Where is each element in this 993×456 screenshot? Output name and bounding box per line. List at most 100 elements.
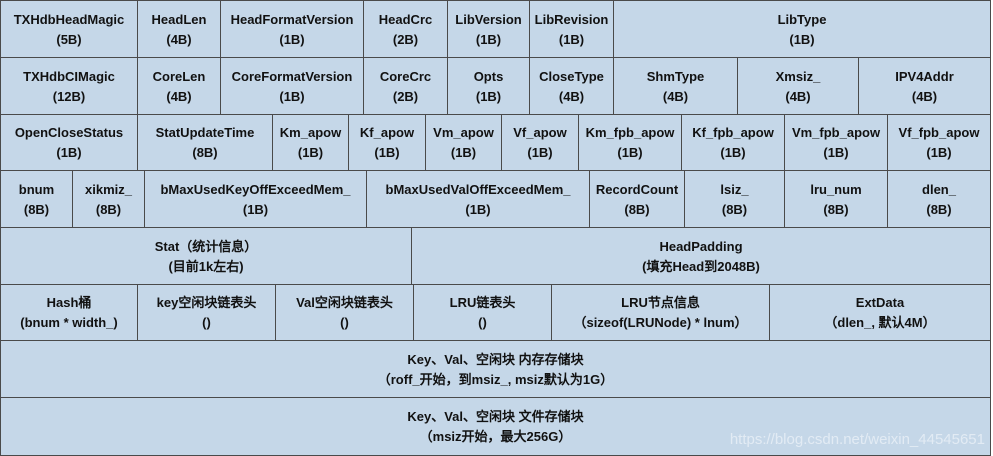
field-size: (4B) — [166, 88, 192, 104]
field-name: Kf_apow — [359, 125, 415, 140]
field-name: Key、Val、空闲块 内存存储块 — [407, 351, 584, 367]
field-size: (1B) — [720, 145, 746, 160]
field-size: （msiz开始，最大256G） — [419, 428, 572, 444]
field-size: (2B) — [392, 88, 419, 104]
field-cell: LRU链表头() — [413, 284, 552, 342]
row-counts: bnum (8B) xikmiz_(8B) bMaxUsedKeyOffExcee… — [0, 170, 991, 229]
field-cell: Key、Val、空闲块 文件存储块 （msiz开始，最大256G） — [0, 397, 991, 456]
field-size: (1B) — [617, 145, 643, 160]
field-cell: Opts (1B) — [447, 57, 530, 116]
field-cell: LibType(1B) — [613, 0, 991, 59]
field-name: Opts — [473, 68, 504, 84]
field-name: CoreLen — [152, 68, 206, 84]
field-cell: lru_num(8B) — [784, 170, 888, 229]
field-cell: TXHdbHeadMagic (5B) — [0, 0, 138, 59]
field-size: （dlen_, 默认4M） — [824, 315, 936, 330]
watermark: https://blog.csdn.net/weixin_44545651 — [729, 431, 985, 448]
field-cell: Vf_fpb_apow(1B) — [887, 114, 991, 172]
field-size: (8B) — [721, 201, 748, 217]
field-size: (1B) — [926, 145, 952, 160]
field-cell: CoreLen (4B) — [137, 57, 221, 116]
field-name: ExtData — [855, 295, 905, 310]
field-cell: HeadLen(4B) — [137, 0, 221, 59]
field-size: () — [340, 315, 349, 330]
field-cell: OpenCloseStatus (1B) — [0, 114, 138, 172]
field-cell: HeadPadding (填充Head到2048B) — [411, 227, 991, 286]
field-name: Key、Val、空闲块 文件存储块 — [407, 408, 584, 424]
row-head-info: TXHdbHeadMagic (5B) HeadLen(4B) HeadForma… — [0, 0, 991, 59]
field-size: (1B) — [242, 201, 269, 217]
field-name: OpenCloseStatus — [14, 125, 124, 140]
field-name: CoreFormatVersion — [231, 68, 353, 84]
field-size: (8B) — [926, 201, 952, 217]
field-name: bnum — [18, 181, 55, 197]
field-cell: TXHdbCIMagic(12B) — [0, 57, 138, 116]
field-size: (12B) — [52, 88, 86, 104]
field-size: (8B) — [95, 201, 122, 217]
field-cell: Vm_fpb_apow(1B) — [784, 114, 888, 172]
field-name: HeadPadding — [659, 238, 743, 254]
field-size: (4B) — [785, 88, 811, 104]
field-cell: CloseType (4B) — [529, 57, 614, 116]
field-size: (1B) — [297, 145, 324, 160]
row-stat-padding: Stat（统计信息） (目前1k左右) HeadPadding (填充Head到20… — [0, 227, 991, 286]
field-cell: ExtData （dlen_, 默认4M） — [769, 284, 991, 342]
field-name: RecordCount — [595, 181, 679, 197]
field-size: (1B) — [823, 145, 849, 160]
field-name: lsiz_ — [720, 181, 749, 197]
field-name: Val空闲块链表头 — [296, 295, 393, 310]
field-cell: HeadFormatVersion (1B) — [220, 0, 364, 59]
field-size: (1B) — [279, 31, 305, 47]
field-name: Km_fpb_apow — [585, 125, 675, 140]
field-size: （roff_开始，到msiz_, msiz默认为1G） — [377, 371, 614, 387]
field-cell: dlen_ (8B) — [887, 170, 991, 229]
field-name: HeadCrc — [378, 11, 433, 27]
field-size: (填充Head到2048B) — [642, 258, 760, 274]
field-name: Vf_apow — [513, 125, 567, 140]
field-cell: HeadCrc(2B) — [363, 0, 448, 59]
field-name: HeadLen — [151, 11, 207, 27]
field-name: Stat（统计信息） — [154, 238, 258, 254]
row-status-apow: OpenCloseStatus(1B) StatUpdateTime(8B) K… — [0, 114, 991, 172]
field-cell: xikmiz_(8B) — [72, 170, 145, 229]
field-cell: LibRevision(1B) — [529, 0, 614, 59]
field-name: lru_num — [810, 181, 862, 197]
field-size: (4B) — [662, 88, 689, 104]
field-cell: RecordCount(8B) — [589, 170, 685, 229]
field-size: (1B) — [374, 145, 400, 160]
field-cell: lsiz_ (8B) — [684, 170, 785, 229]
field-name: LRU链表头 — [449, 295, 516, 310]
field-cell: bMaxUsedKeyOffExceedMem_(1B) — [144, 170, 367, 229]
field-size: (1B) — [465, 201, 491, 217]
field-size: (bnum * width_) — [20, 315, 118, 330]
field-size: （sizeof(LRUNode) * lnum） — [573, 315, 748, 330]
field-size: (1B) — [558, 31, 585, 47]
field-name: Xmsiz_ — [775, 68, 821, 84]
field-cell: Km_apow (1B) — [272, 114, 349, 172]
field-name: TXHdbHeadMagic — [13, 11, 125, 27]
field-name: dlen_ — [922, 181, 956, 197]
field-size: (1B) — [475, 88, 502, 104]
field-size: (1B) — [56, 145, 82, 160]
field-name: HeadFormatVersion — [230, 11, 354, 27]
field-cell: Km_fpb_apow (1B) — [578, 114, 682, 172]
field-size: (目前1k左右) — [168, 258, 244, 274]
field-cell: LibVersion(1B) — [447, 0, 530, 59]
field-size: (4B) — [558, 88, 585, 104]
field-name: IPV4Addr — [895, 68, 954, 84]
field-name: ShmType — [646, 68, 705, 84]
field-size: (5B) — [56, 31, 82, 47]
field-name: Km_apow — [279, 125, 342, 140]
field-cell: CoreFormatVersion (1B) — [220, 57, 364, 116]
field-name: Kf_fpb_apow — [692, 125, 774, 140]
field-name: LibType — [777, 11, 827, 27]
field-size: (1B) — [279, 88, 305, 104]
field-name: CloseType — [539, 68, 604, 84]
field-name: StatUpdateTime — [155, 125, 255, 140]
field-cell: Hash桶(bnum * width_) — [0, 284, 138, 342]
field-cell: IPV4Addr(4B) — [858, 57, 991, 116]
field-cell: bMaxUsedValOffExceedMem_(1B) — [366, 170, 590, 229]
field-size: (1B) — [450, 145, 477, 160]
field-cell: Xmsiz_ (4B) — [737, 57, 859, 116]
